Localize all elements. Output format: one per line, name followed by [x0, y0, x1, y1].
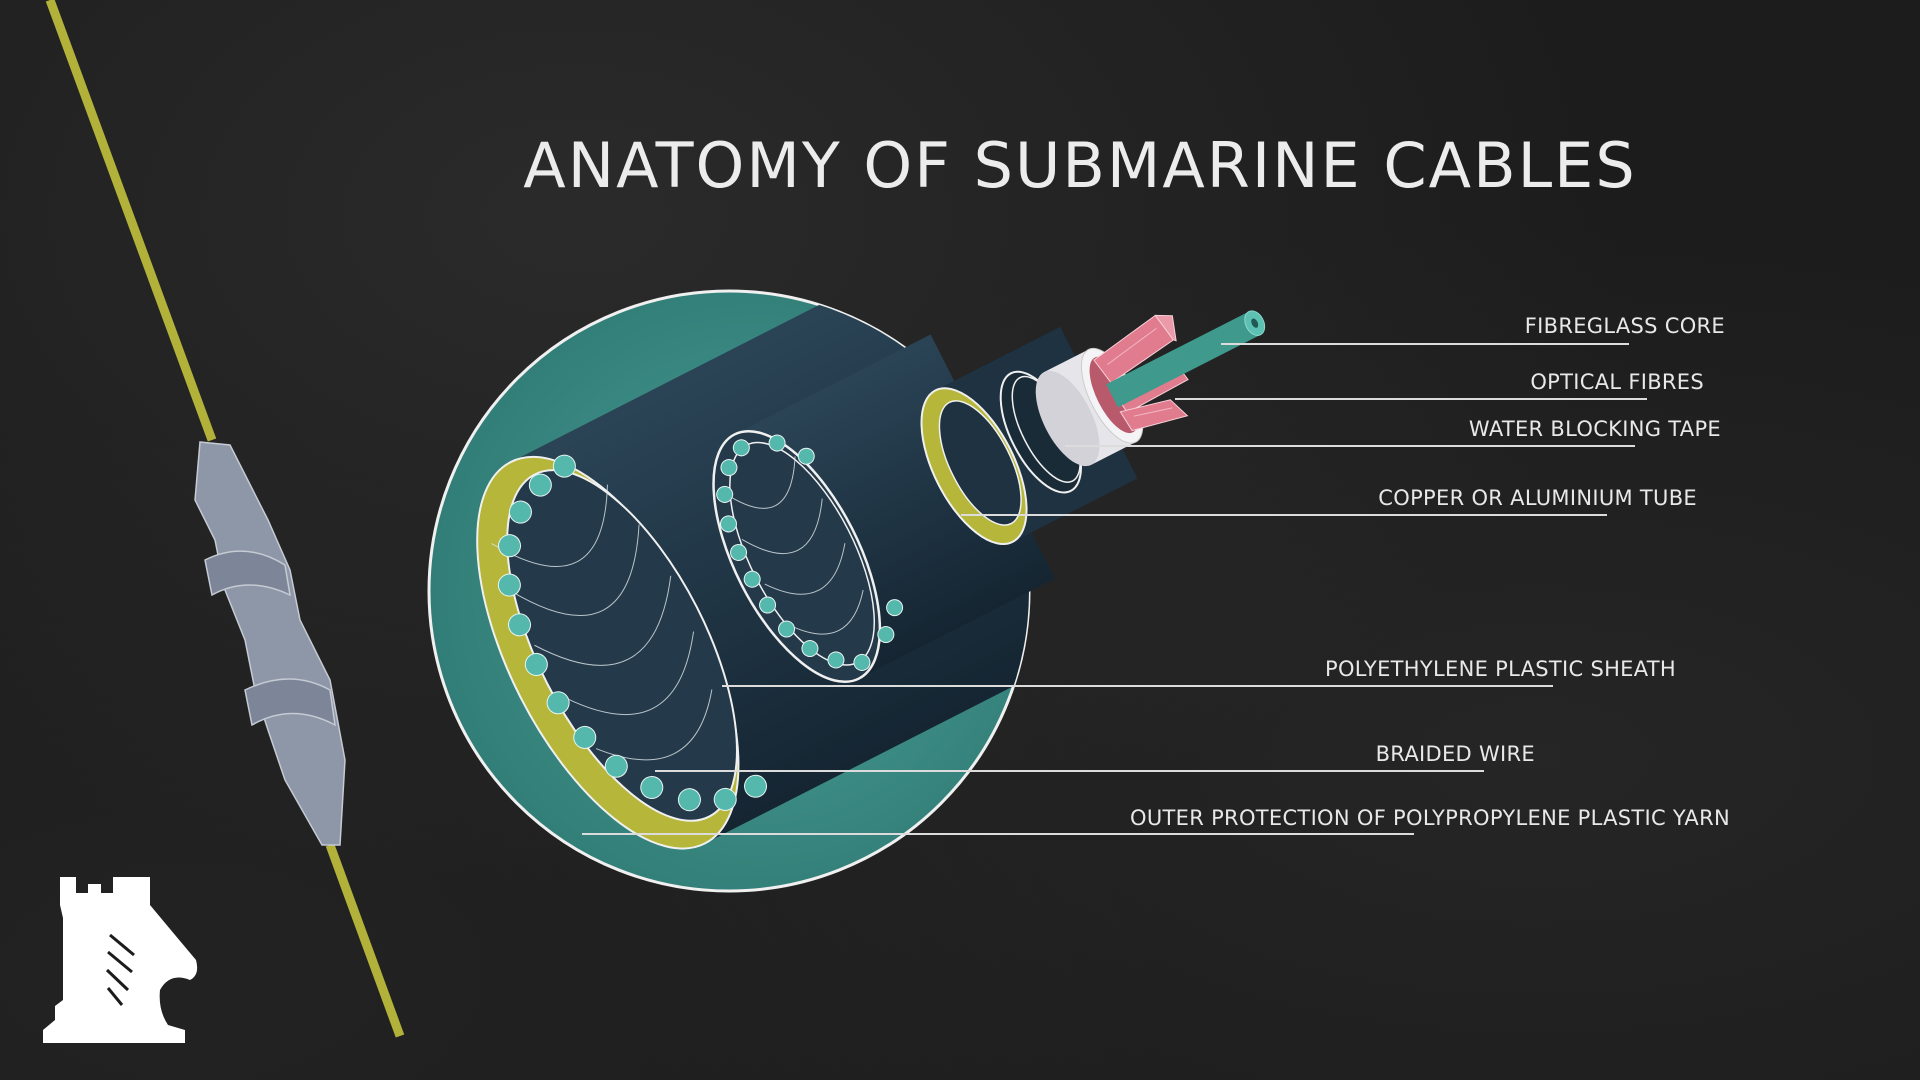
cable-joint-graphic [45, 0, 405, 1038]
leader-line-polyethylene-sheath [722, 685, 1553, 687]
label-fibreglass-core: FIBREGLASS CORE [1524, 314, 1725, 338]
label-outer-protection: OUTER PROTECTION OF POLYPROPYLENE PLASTI… [1130, 806, 1730, 830]
leader-line-fibreglass-core [1221, 343, 1629, 345]
leader-line-copper-tube [961, 514, 1607, 516]
cable-cutaway [712, 310, 1266, 684]
leader-line-optical-fibres [1175, 398, 1647, 400]
label-copper-tube: COPPER OR ALUMINIUM TUBE [1378, 486, 1697, 510]
page-title: ANATOMY OF SUBMARINE CABLES [523, 129, 1637, 202]
braided-wire-strands [497, 454, 768, 812]
leader-line-water-blocking-tape [1065, 445, 1635, 447]
label-polyethylene-sheath: POLYETHYLENE PLASTIC SHEATH [1324, 657, 1676, 681]
label-optical-fibres: OPTICAL FIBRES [1530, 370, 1704, 394]
leader-line-outer-protection [582, 833, 1414, 835]
label-water-blocking-tape: WATER BLOCKING TAPE [1468, 417, 1721, 441]
leader-line-braided-wire [655, 770, 1484, 772]
label-braided-wire: BRAIDED WIRE [1375, 742, 1535, 766]
rook-knight-logo [43, 877, 198, 1043]
